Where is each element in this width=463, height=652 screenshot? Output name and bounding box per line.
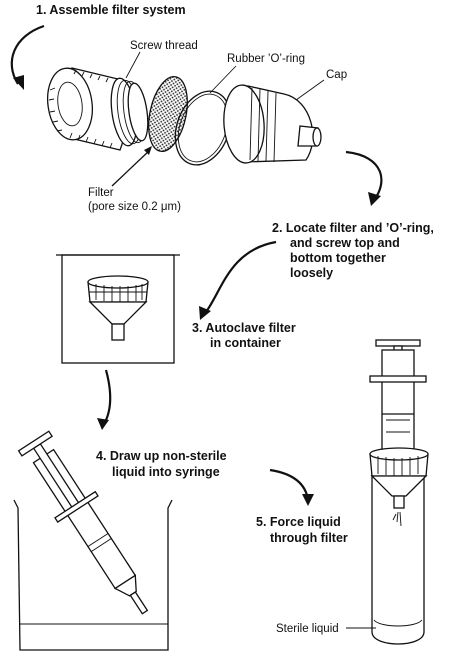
arrow-step4-to-step5	[269, 468, 314, 506]
beaker	[13, 499, 173, 651]
step-4-label-line-1: 4. Draw up non-sterile	[96, 449, 227, 463]
step-2-label-line-4: loosely	[290, 266, 333, 280]
assembled-filter-in-container	[87, 275, 149, 341]
arrow-step3-to-step4	[97, 369, 112, 430]
autoclave-container	[56, 254, 180, 364]
step-2-label-line-2: and screw top and	[290, 236, 400, 250]
step-2-label-line-3: bottom together	[290, 251, 386, 265]
filter-label: Filter	[88, 187, 114, 199]
filter-membrane	[148, 75, 188, 153]
screw-thread-leader	[125, 51, 141, 79]
screw-thread	[110, 77, 149, 147]
arrow-step1-to-filter	[10, 24, 45, 90]
syringe-step4	[17, 430, 149, 615]
liquid-drops	[392, 511, 402, 527]
filter-cap	[223, 84, 322, 164]
step-4-label-line-2: liquid into syringe	[112, 465, 220, 479]
step-2-label-line-1: 2. Locate filter and ’O’-ring,	[272, 221, 434, 235]
rubber-o-ring-label: Rubber ’O’-ring	[227, 53, 305, 65]
step-1-label: 1. Assemble filter system	[36, 3, 186, 17]
step-3-label-line-1: 3. Autoclave filter	[192, 321, 296, 335]
filter-pore-size-label: (pore size 0.2 μm)	[88, 201, 181, 213]
rubber-o-ring-leader	[209, 65, 237, 94]
arrow-to-step2	[345, 150, 383, 206]
step-5-label-line-1: 5. Force liquid	[256, 515, 341, 529]
step-5-label-line-2: through filter	[270, 531, 348, 545]
filter-on-syringe	[369, 447, 429, 509]
step-3-label-line-2: in container	[210, 336, 281, 350]
syringe-step5	[369, 339, 427, 463]
filter-leader-arrow	[111, 146, 152, 187]
cap-leader	[295, 79, 325, 101]
test-tube	[371, 470, 425, 645]
sterile-liquid-surface	[373, 619, 423, 627]
rubber-o-ring-inner	[177, 93, 229, 163]
arrow-step2-to-container	[199, 240, 277, 320]
cap-label: Cap	[326, 69, 347, 81]
sterile-liquid-label: Sterile liquid	[276, 623, 339, 635]
screw-thread-label: Screw thread	[130, 40, 198, 52]
